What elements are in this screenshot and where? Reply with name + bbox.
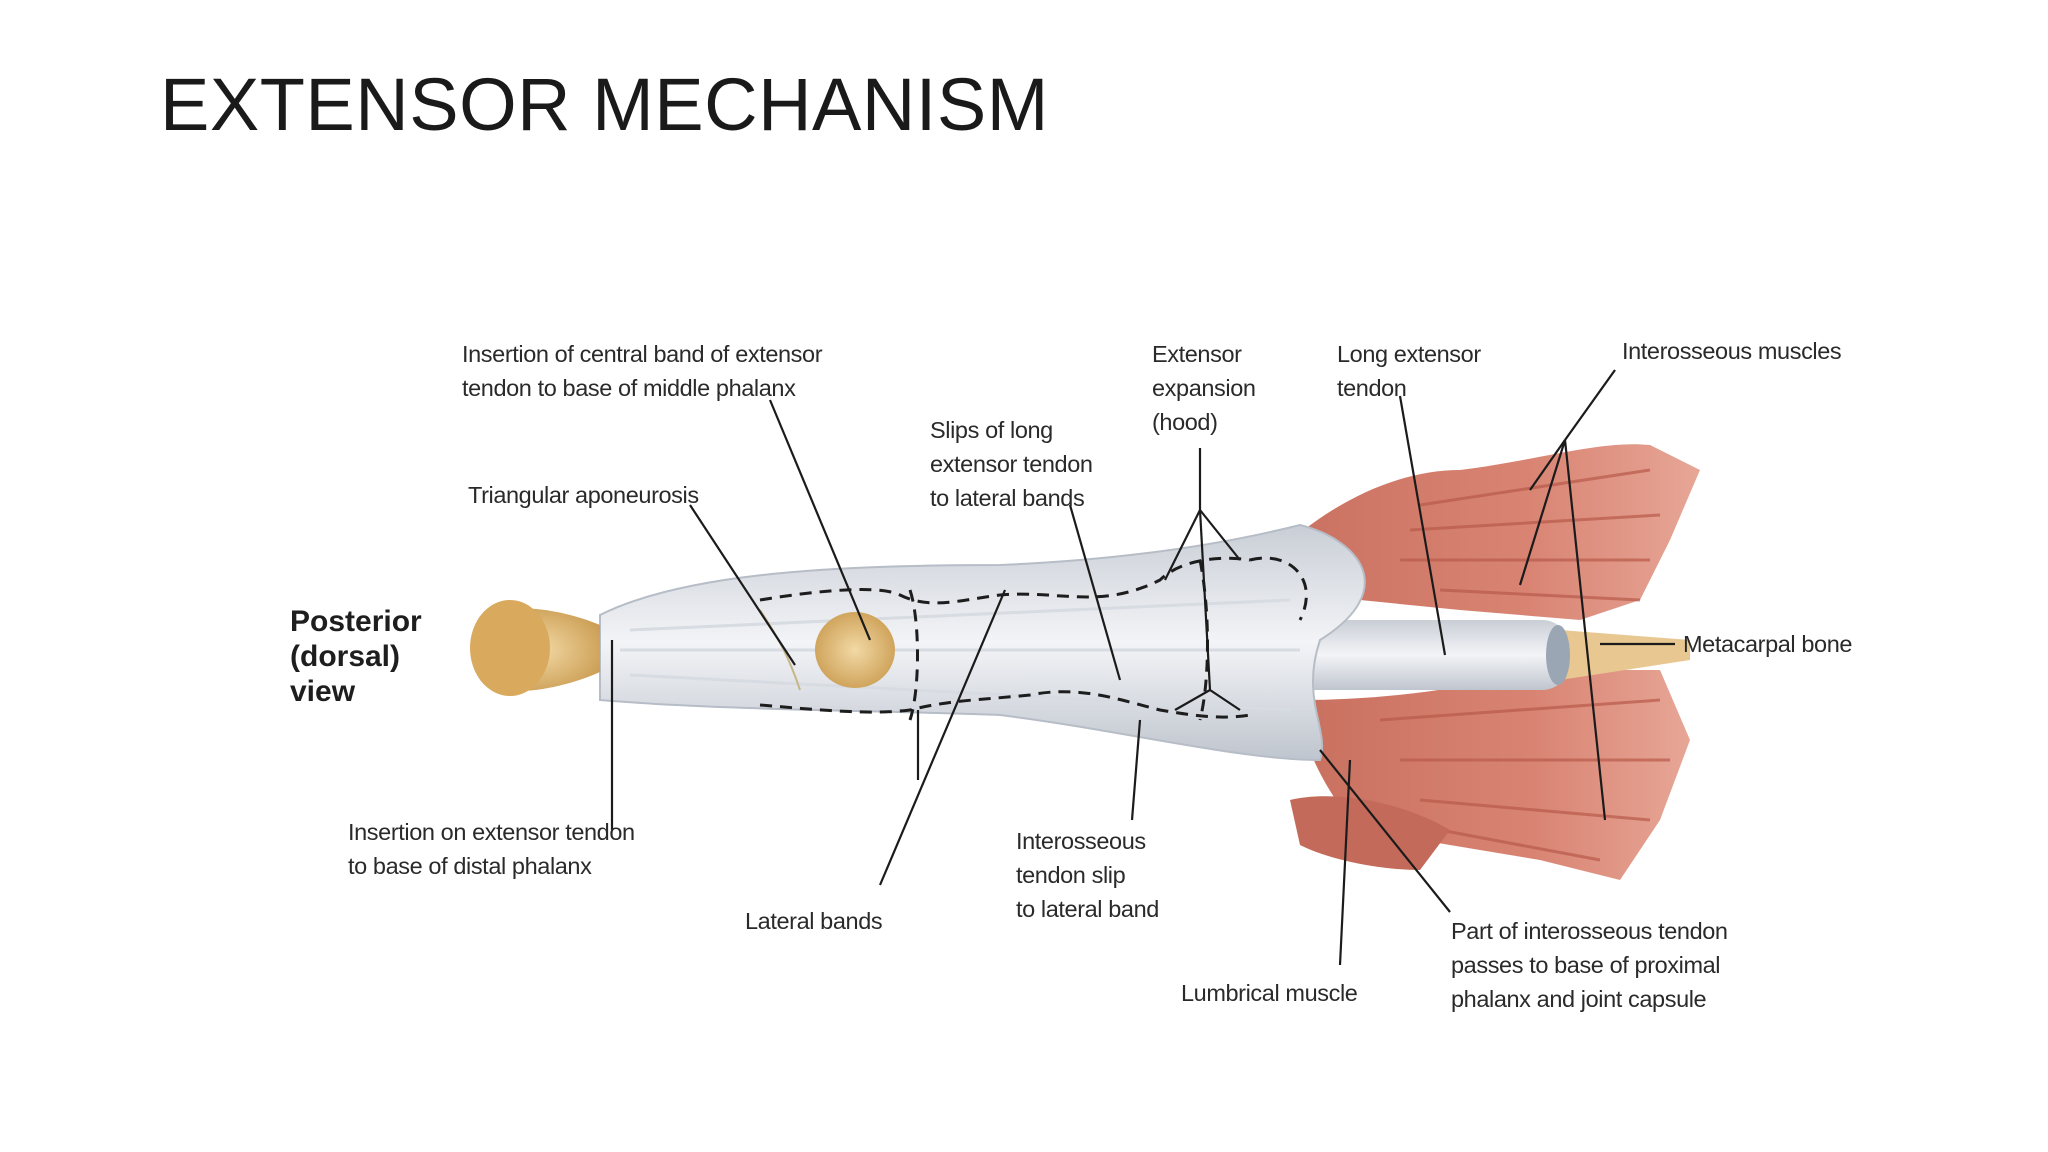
label-lateral-bands: Lateral bands (745, 908, 883, 934)
view-label: Posterior (dorsal) view (290, 605, 422, 708)
leader-lines (610, 369, 1675, 966)
label-part-interosseous-tendon: Part of interosseous tendon passes to ba… (1451, 918, 1728, 1012)
metacarpal-bone (1250, 620, 1690, 690)
label-long-extensor-tendon: Long extensor tendon (1337, 341, 1481, 401)
label-lumbrical-muscle: Lumbrical muscle (1181, 980, 1358, 1006)
label-metacarpal-bone: Metacarpal bone (1683, 631, 1853, 657)
label-triangular-aponeurosis: Triangular aponeurosis (468, 482, 699, 508)
label-insertion-distal-phalanx: Insertion on extensor tendon to base of … (348, 819, 635, 879)
label-insertion-central-band: Insertion of central band of extensor te… (462, 341, 823, 401)
label-interosseous-muscles: Interosseous muscles (1622, 338, 1842, 364)
slide-title: EXTENSOR MECHANISM (160, 63, 1049, 146)
label-extensor-expansion: Extensor expansion (hood) (1152, 341, 1256, 435)
label-slips-long-extensor: Slips of long extensor tendon to lateral… (930, 417, 1093, 511)
label-interosseous-tendon-slip: Interosseous tendon slip to lateral band (1016, 828, 1159, 922)
lumbrical-muscle (1290, 796, 1450, 870)
distal-phalanx-bone (470, 600, 600, 696)
upper-interosseous-muscle (1270, 444, 1700, 620)
middle-phalanx-bone (815, 612, 895, 688)
